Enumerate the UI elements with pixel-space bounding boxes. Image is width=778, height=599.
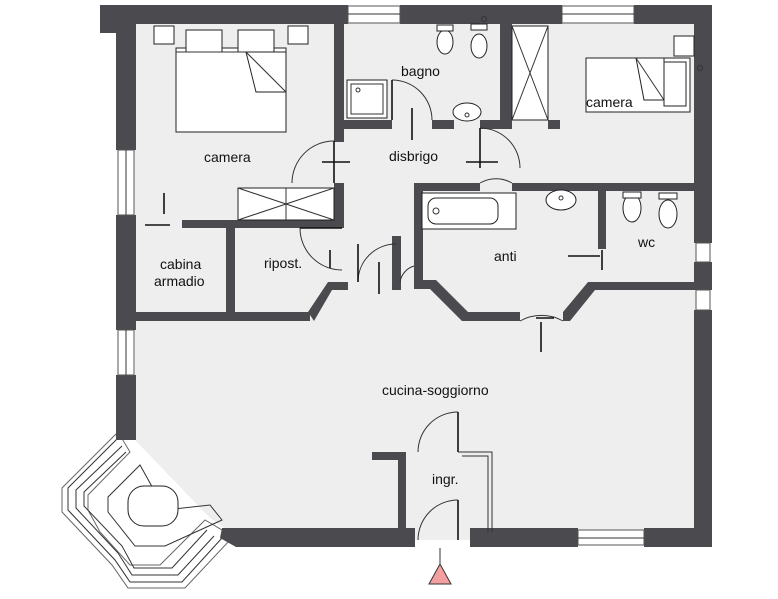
toilet-icon <box>622 191 642 223</box>
toilet-icon <box>436 24 454 55</box>
circulation-marks <box>145 108 603 352</box>
interior-walls <box>135 22 694 532</box>
exterior-walls <box>100 5 712 547</box>
room-label-cabina-line-1: cabina <box>160 256 201 272</box>
doors <box>291 79 564 541</box>
room-label-ripostiglio: ripost. <box>264 255 302 271</box>
room-label-cabina-line-2: armadio <box>154 273 205 289</box>
room-label-bagno: bagno <box>401 63 440 79</box>
bay-window <box>61 431 231 589</box>
room-label-disbrigo: disbrigo <box>389 148 438 164</box>
room-label-cucina-soggiorno: cucina-soggiorno <box>382 382 489 398</box>
windows <box>117 5 711 546</box>
bed-icon <box>153 25 309 133</box>
room-label-ingresso: ingr. <box>432 471 458 487</box>
bidet-icon <box>658 65 703 229</box>
bidet-icon <box>470 16 488 59</box>
sink-icon <box>545 189 577 211</box>
room-label-camera-1: camera <box>204 149 251 165</box>
entrance-arrow-icon <box>428 548 452 585</box>
room-label-anti: anti <box>494 248 517 264</box>
floor-area <box>117 22 698 540</box>
sink-icon <box>452 102 482 122</box>
wardrobe <box>237 187 335 221</box>
shower-icon <box>346 79 388 119</box>
room-label-camera-2: camera <box>586 94 633 110</box>
room-label-wc: wc <box>637 234 655 250</box>
shower-icon <box>511 25 549 121</box>
bathtub-icon <box>421 192 517 230</box>
bed-icon <box>585 35 695 113</box>
